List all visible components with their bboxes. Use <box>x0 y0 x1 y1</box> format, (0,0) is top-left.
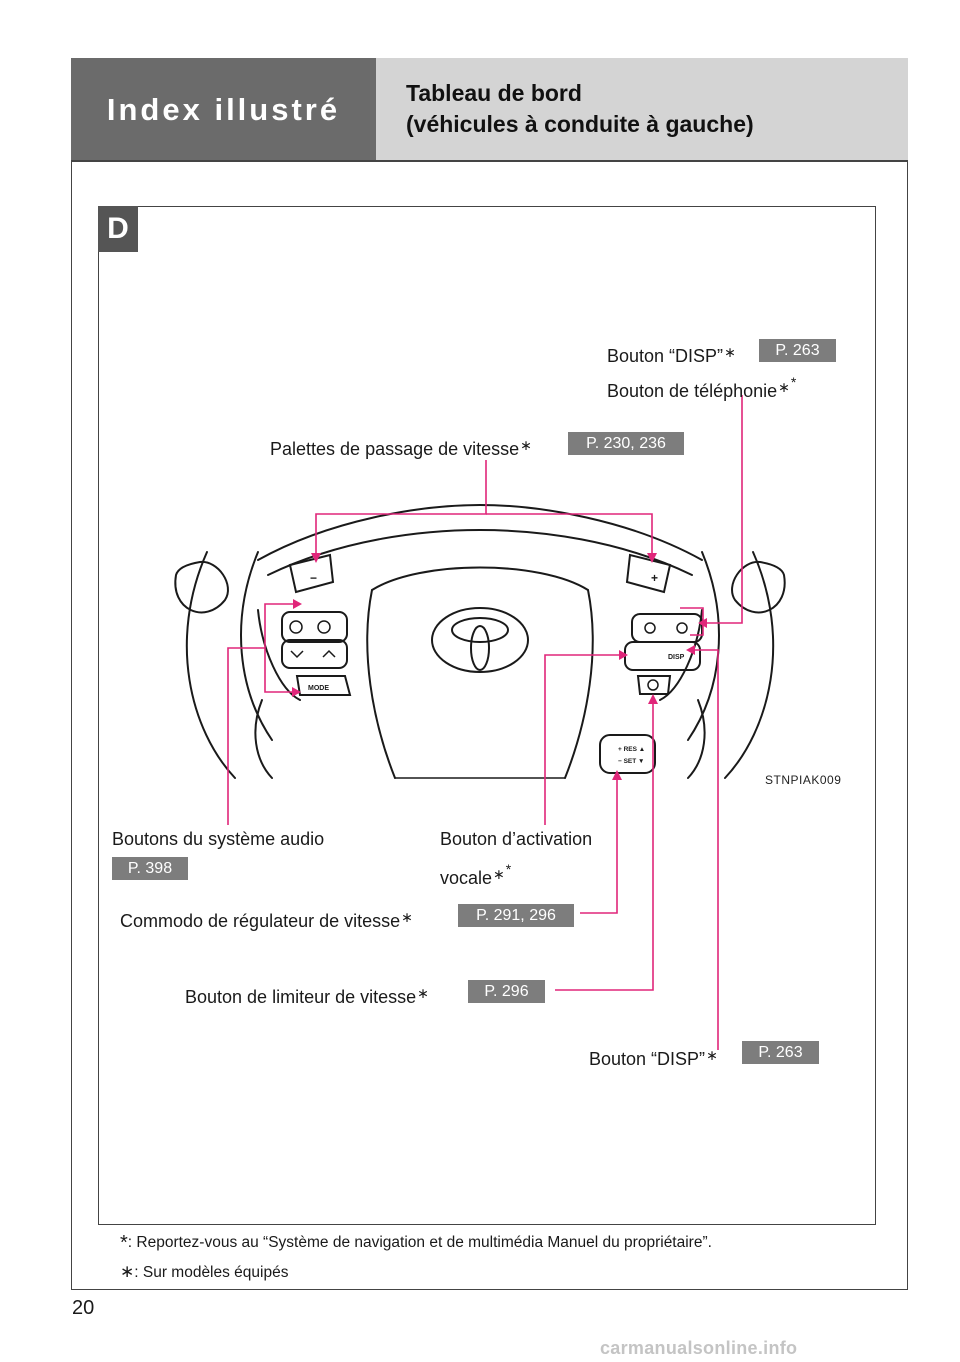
disp-button-label-bottom: Bouton “DISP”∗ <box>589 1047 718 1069</box>
logo-outer <box>431 607 529 673</box>
disp-bottom-page-ref[interactable]: P. 263 <box>742 1041 819 1064</box>
illustration-box <box>98 206 876 1225</box>
mode-text: MODE <box>308 685 329 692</box>
mode-button <box>295 675 352 696</box>
seek-down-icon <box>290 650 304 659</box>
phone-answer-icon <box>644 622 656 634</box>
volume-plus-icon <box>317 620 331 634</box>
callout-voice-line <box>544 654 624 825</box>
section-tab: Index illustré <box>71 58 376 161</box>
disp-top-page-ref[interactable]: P. 263 <box>759 339 836 362</box>
voice-label-line1: Bouton d’activation <box>440 829 593 849</box>
callout-limiter-line <box>555 698 654 991</box>
phone-hangup-icon <box>676 622 688 634</box>
callout-cruise-line <box>580 776 618 914</box>
page-heading: Tableau de bord (véhicules à conduite à … <box>376 58 908 161</box>
rim-grip-left <box>174 560 229 614</box>
section-title: Index illustré <box>106 91 341 127</box>
audio-seek-panel <box>281 639 348 669</box>
paddles-label: Palettes de passage de vitesse∗ <box>270 437 532 459</box>
header-divider <box>71 160 908 162</box>
wheel-rim-left <box>185 551 236 779</box>
airbag-right <box>564 589 594 779</box>
wheel-rim-left-inner <box>240 551 273 741</box>
cruise-label: Commodo de régulateur de vitesse∗ <box>120 909 413 931</box>
voice-label-line2: vocale∗* <box>440 861 512 888</box>
footnote-equipped: ∗: Sur modèles équipés <box>120 1262 289 1281</box>
footnote-manual: *: Reportez-vous au “Système de navigati… <box>120 1232 712 1254</box>
rim-grip-right <box>731 560 786 614</box>
limiter-icon <box>647 679 659 691</box>
page-number: 20 <box>72 1297 95 1319</box>
audio-page-ref[interactable]: P. 398 <box>112 857 188 880</box>
paddle-minus-text: − <box>310 571 317 585</box>
phone-button-label: Bouton de téléphonie∗* <box>607 374 797 401</box>
callout-disp-line <box>690 649 719 1050</box>
volume-minus-icon <box>289 620 303 634</box>
res-text: + RES ▲ <box>618 746 645 753</box>
phone-buttons-panel <box>631 613 703 643</box>
page-title: Tableau de bord <box>406 80 582 106</box>
callout-audio-line <box>227 647 265 825</box>
callout-paddle-left-line <box>315 460 487 555</box>
callout-phone-line <box>700 395 743 624</box>
section-badge: D <box>98 206 138 252</box>
cruise-stalk <box>599 734 656 774</box>
limiter-page-ref[interactable]: P. 296 <box>468 980 545 1003</box>
callout-paddle-right-line <box>486 513 653 555</box>
paddle-plus-text: + <box>651 571 658 585</box>
disp-text: DISP <box>668 654 685 661</box>
wheel-rim-right-inner <box>687 551 720 741</box>
wheel-rim-right <box>724 551 775 779</box>
wheel-top <box>257 503 703 561</box>
cruise-page-ref[interactable]: P. 291, 296 <box>458 904 574 927</box>
limiter-label: Bouton de limiteur de vitesse∗ <box>185 985 429 1007</box>
watermark: carmanualsonline.info <box>600 1338 798 1358</box>
set-text: − SET ▼ <box>618 758 644 765</box>
image-code: STNPIAK009 <box>765 773 842 787</box>
voice-disp-panel <box>624 641 701 671</box>
page-subtitle: (véhicules à conduite à gauche) <box>406 111 754 137</box>
limiter-button <box>636 675 672 695</box>
audio-label: Boutons du système audio <box>112 829 325 849</box>
paddle-right <box>625 553 672 594</box>
audio-volume-panel <box>281 611 348 643</box>
seek-up-icon <box>322 649 336 658</box>
disp-button-label-top: Bouton “DISP”∗ <box>607 344 736 366</box>
paddles-page-ref[interactable]: P. 230, 236 <box>568 432 684 455</box>
airbag-left <box>366 589 396 779</box>
